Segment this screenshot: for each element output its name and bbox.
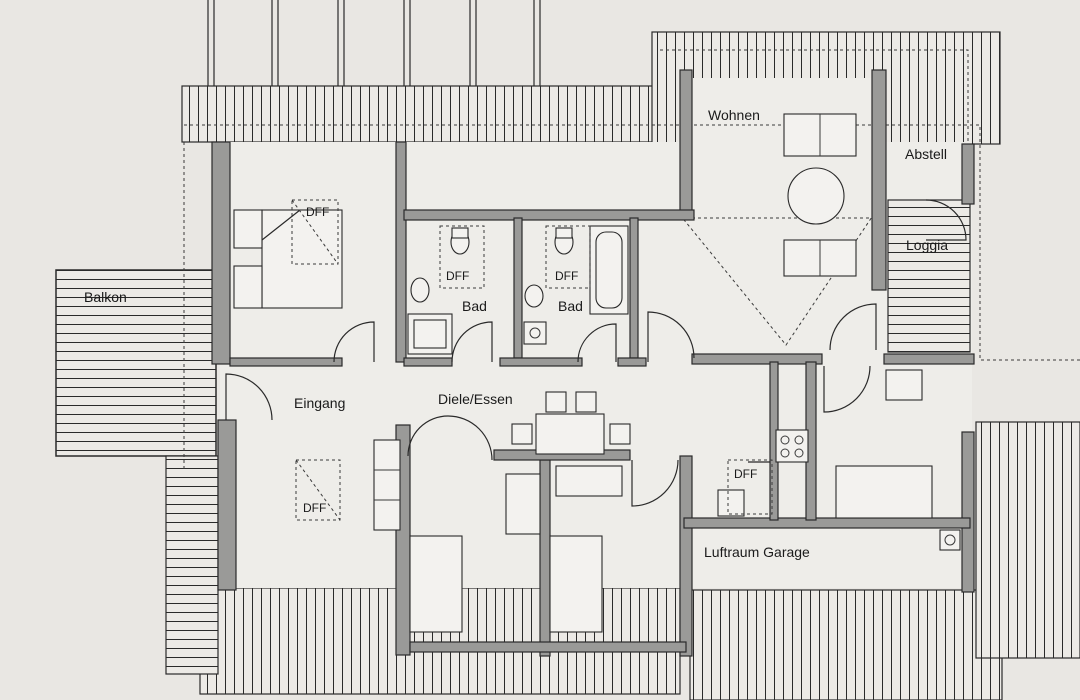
stair (165, 455, 219, 675)
interior-walls (229, 217, 975, 653)
skylights (291, 199, 773, 521)
top-railing (207, 0, 541, 86)
balkon-deck (55, 269, 217, 457)
label-abstell: Abstell (905, 146, 947, 162)
label-bad-2: Bad (558, 298, 583, 314)
label-loggia: Loggia (906, 237, 948, 253)
label-balkon: Balkon (84, 289, 127, 305)
label-luftraum-garage: Luftraum Garage (704, 544, 810, 560)
label-diele-essen: Diele/Essen (438, 391, 513, 407)
exterior-walls (211, 69, 975, 657)
label-dff-bad-1: DFF (446, 269, 469, 283)
label-bad-1: Bad (462, 298, 487, 314)
label-wohnen: Wohnen (708, 107, 760, 123)
label-dff-bad-2: DFF (555, 269, 578, 283)
furniture (233, 113, 961, 633)
loggia-deck (887, 199, 971, 353)
label-eingang: Eingang (294, 395, 345, 411)
roof-eave-top (181, 85, 683, 143)
label-dff-bedroom: DFF (306, 205, 329, 219)
doors (225, 199, 967, 507)
label-dff-eingang: DFF (303, 501, 326, 515)
label-dff-kitchen: DFF (734, 467, 757, 481)
roof-eave-bottom-right (689, 589, 1003, 700)
roof-eave-far-right (975, 421, 1080, 659)
